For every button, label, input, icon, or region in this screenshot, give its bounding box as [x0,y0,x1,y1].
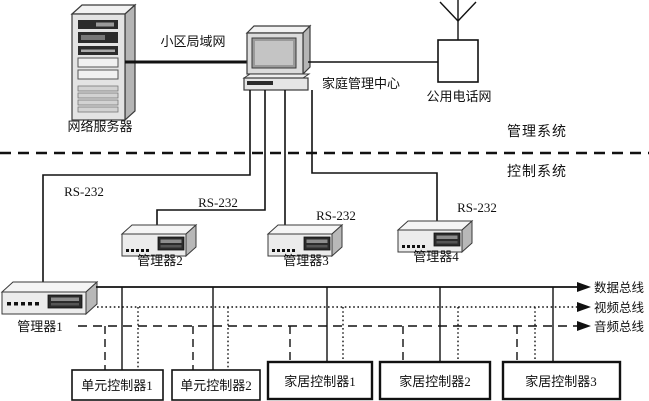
rs232-line-to-manager2 [156,90,266,226]
rs232-line-to-manager1 [42,90,251,284]
public-phone-network-label: 公用电话网 [426,89,491,104]
manager4-label: 管理器4 [413,249,459,264]
unit-controller-1-label: 单元控制器1 [81,378,153,393]
audio-bus-label: 音频总线 [594,319,645,334]
rs232-label-2: RS-232 [198,195,238,210]
home-controller-1-label: 家居控制器1 [284,374,356,389]
home-controller-3-label: 家居控制器3 [525,374,597,389]
manager4-device-icon [397,220,473,253]
rs232-label-3: RS-232 [316,208,356,223]
control-zone-label: 控制系统 [507,164,567,180]
unit-controller-2-label: 单元控制器2 [180,378,252,393]
rs232-label-4: RS-232 [457,200,497,215]
home-controller-2-label: 家居控制器2 [399,374,471,389]
manager1-label: 管理器1 [17,319,63,334]
home-center-computer-icon [242,24,312,91]
network-server-label: 网络服务器 [67,119,132,134]
data-bus-arrow-icon [577,282,591,292]
rs232-label-1: RS-232 [64,184,104,199]
manager2-device-icon [121,224,197,257]
data-bus-label: 数据总线 [594,280,645,295]
audio-bus: 音频总线 [78,319,645,334]
manager3-label: 管理器3 [283,253,329,268]
home-controller-3-box: 家居控制器3 [501,360,622,401]
data-bus: 数据总线 [96,280,645,295]
manager3-device-icon [267,224,343,257]
home-controller-1-box: 家居控制器1 [266,360,374,401]
unit-controller-1-box: 单元控制器1 [71,369,164,401]
bus-drop-lines [104,287,554,370]
home-center-label: 家庭管理中心 [322,76,400,91]
network-server-icon [70,3,137,122]
audio-bus-arrow-icon [577,321,591,331]
video-bus: 视频总线 [97,300,645,315]
manager2-label: 管理器2 [137,253,183,268]
video-bus-arrow-icon [577,302,591,312]
video-bus-label: 视频总线 [594,300,645,315]
manager1-device-icon [0,280,99,316]
home-controller-2-box: 家居控制器2 [378,360,492,401]
public-phone-network-icon [437,0,479,83]
unit-controller-2-box: 单元控制器2 [171,369,261,401]
management-zone-label: 管理系统 [507,124,567,140]
lan-label: 小区局域网 [160,34,225,49]
rs232-line-to-manager4 [311,90,438,222]
